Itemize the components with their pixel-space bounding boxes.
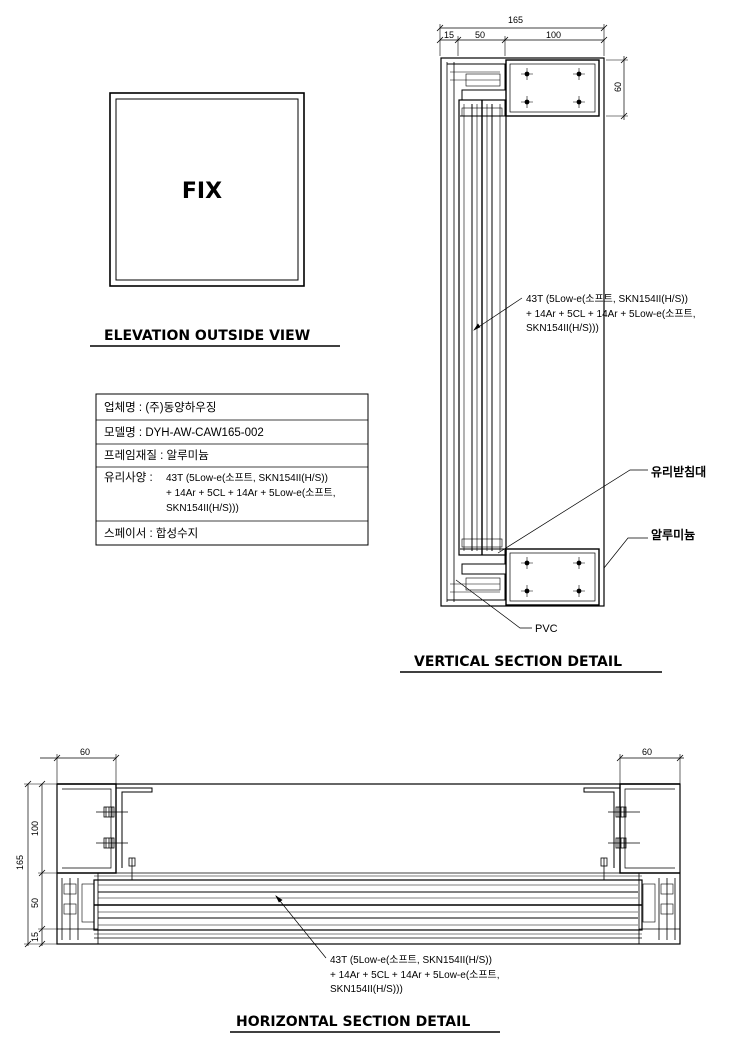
spec-row-glass-label: 유리사양 : xyxy=(104,471,153,484)
setting-screw-icon xyxy=(126,857,138,881)
horizontal-anchors xyxy=(96,806,640,881)
label-pvc: PVC xyxy=(535,623,558,635)
anchor-bolt-icon xyxy=(608,806,640,818)
h-dim-left-60: 60 xyxy=(80,747,90,757)
horizontal-section-title: HORIZONTAL SECTION DETAIL xyxy=(236,1014,470,1030)
elevation-inner-frame xyxy=(115,98,299,281)
horizontal-right-aluminum xyxy=(619,783,680,874)
h-glass-note-1: 43T (5Low-e(소프트, SKN154II(H/S)) xyxy=(330,954,492,966)
vertical-section xyxy=(436,24,648,629)
spec-row-spacer: 스페이서 : 합성수지 xyxy=(104,527,198,540)
v-dim-60: 60 xyxy=(613,82,623,92)
v-glass-note-1: 43T (5Low-e(소프트, SKN154II(H/S)) xyxy=(526,293,688,305)
elevation-view: FIX ELEVATION OUTSIDE VIEW xyxy=(90,92,340,347)
v-glass-note-2: + 14Ar + 5CL + 14Ar + 5Low-e(소프트, xyxy=(526,308,696,320)
h-glass-note-3: SKN154II(H/S))) xyxy=(330,984,403,995)
v-dim-100: 100 xyxy=(546,30,561,40)
horizontal-section xyxy=(24,754,684,959)
label-glass-bead: 유리받침대 xyxy=(651,464,706,479)
h-dim-right-60: 60 xyxy=(642,747,652,757)
v-dim-50: 50 xyxy=(475,30,485,40)
fix-label: FIX xyxy=(182,179,222,204)
v-dim-15: 15 xyxy=(444,30,454,40)
v-dim-total: 165 xyxy=(508,15,523,25)
label-aluminum: 알루미늄 xyxy=(651,527,695,542)
h-glass-note-2: + 14Ar + 5CL + 14Ar + 5Low-e(소프트, xyxy=(330,969,500,981)
vertical-bottom-aluminum xyxy=(505,548,600,606)
anchor-bolt-icon xyxy=(608,837,640,849)
anchor-bolt-icon xyxy=(96,837,128,849)
spec-table-border xyxy=(95,393,369,546)
horizontal-left-aluminum xyxy=(57,783,117,874)
h-dim-15: 15 xyxy=(30,932,40,942)
spec-row-glass-line1: 43T (5Low-e(소프트, SKN154II(H/S)) xyxy=(166,472,328,484)
horizontal-outer-frame xyxy=(56,783,681,945)
h-dim-165: 165 xyxy=(15,855,25,870)
vertical-section-title: VERTICAL SECTION DETAIL xyxy=(414,654,622,670)
spec-row-glass-line2: + 14Ar + 5CL + 14Ar + 5Low-e(소프트, xyxy=(166,487,336,499)
spec-row-frame: 프레임재질 : 알루미늄 xyxy=(104,448,209,462)
h-dim-50: 50 xyxy=(30,898,40,908)
anchor-bolt-icon xyxy=(96,806,128,818)
spec-row-company: 업체명 : (주)동양하우징 xyxy=(104,400,216,414)
spec-row-model: 모델명 : DYH-AW-CAW165-002 xyxy=(104,425,264,439)
v-glass-note-3: SKN154II(H/S))) xyxy=(526,323,599,334)
h-dim-100: 100 xyxy=(30,821,40,836)
elevation-title: ELEVATION OUTSIDE VIEW xyxy=(104,328,310,344)
spec-row-glass-line3: SKN154II(H/S))) xyxy=(166,503,239,514)
elevation-outer-frame xyxy=(109,92,305,287)
spec-table: 업체명 : (주)동양하우징 모델명 : DYH-AW-CAW165-002 프… xyxy=(95,393,369,546)
vertical-top-aluminum xyxy=(505,59,600,117)
setting-screw-icon xyxy=(598,857,610,881)
